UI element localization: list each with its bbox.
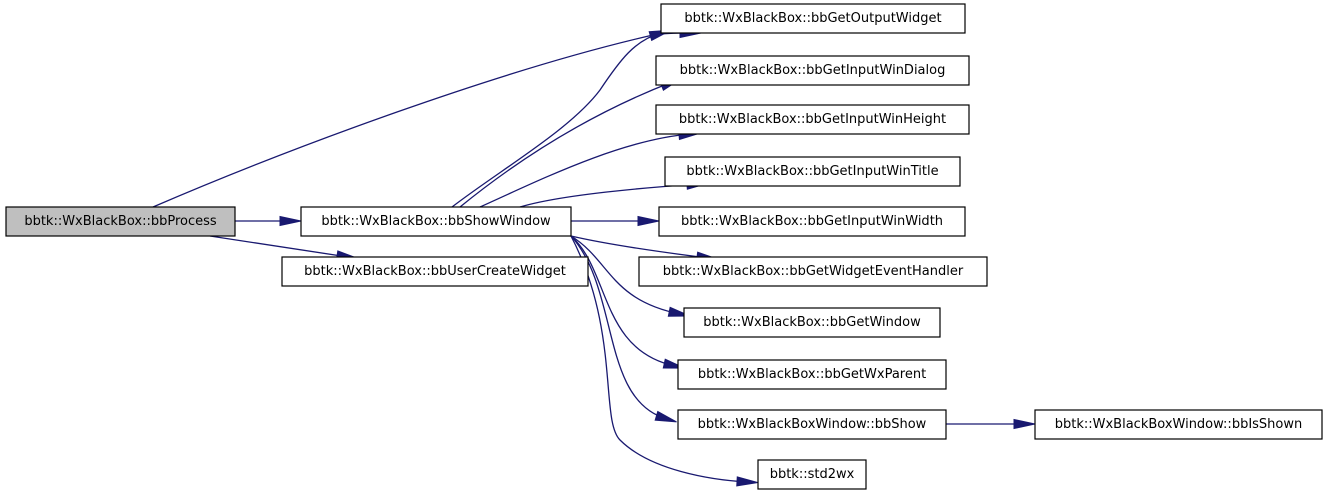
node-bbUserCreateWidget[interactable]: bbtk::WxBlackBox::bbUserCreateWidget bbox=[281, 256, 589, 287]
node-bbGetWindow[interactable]: bbtk::WxBlackBox::bbGetWindow bbox=[683, 307, 941, 338]
node-box-bbIsShown[interactable] bbox=[1034, 409, 1323, 440]
edge-bbProcess-to-bbShowWindow bbox=[235, 215, 302, 227]
node-box-bbGetInputWinTitle[interactable] bbox=[664, 156, 961, 187]
node-box-bbShow[interactable] bbox=[677, 409, 947, 440]
edge-line-bbShowWindow-to-bbGetInputWinDialog bbox=[459, 81, 673, 208]
node-box-bbGetInputWinHeight[interactable] bbox=[655, 104, 970, 135]
edge-bbProcess-to-bbUserCreateWidget bbox=[209, 235, 359, 261]
node-std2wx[interactable]: bbtk::std2wx bbox=[757, 459, 867, 490]
node-label-bbGetOutputWidget: bbtk::WxBlackBox::bbGetOutputWidget bbox=[684, 11, 941, 26]
node-bbGetInputWinHeight[interactable]: bbtk::WxBlackBox::bbGetInputWinHeight bbox=[655, 104, 970, 135]
edge-line-bbShowWindow-to-bbGetInputWinHeight bbox=[479, 133, 691, 208]
node-box-bbGetWxParent[interactable] bbox=[677, 359, 947, 390]
node-label-bbIsShown: bbtk::WxBlackBoxWindow::bbIsShown bbox=[1055, 417, 1303, 432]
edge-line-bbShowWindow-to-bbGetWidgetEventHandler bbox=[570, 235, 709, 259]
node-bbProcess[interactable]: bbtk::WxBlackBox::bbProcess bbox=[5, 206, 236, 237]
node-bbGetInputWinWidth[interactable]: bbtk::WxBlackBox::bbGetInputWinWidth bbox=[658, 206, 966, 237]
node-box-bbShowWindow[interactable] bbox=[300, 206, 572, 237]
node-bbShow[interactable]: bbtk::WxBlackBoxWindow::bbShow bbox=[677, 409, 947, 440]
node-bbGetWxParent[interactable]: bbtk::WxBlackBox::bbGetWxParent bbox=[677, 359, 947, 390]
node-label-bbProcess: bbtk::WxBlackBox::bbProcess bbox=[24, 214, 217, 229]
edge-bbProcess-to-bbGetOutputWidget bbox=[152, 27, 702, 208]
edge-arrowhead-bbShowWindow-to-std2wx bbox=[736, 476, 759, 487]
node-box-bbUserCreateWidget[interactable] bbox=[281, 256, 589, 287]
node-bbGetInputWinTitle[interactable]: bbtk::WxBlackBox::bbGetInputWinTitle bbox=[664, 156, 961, 187]
node-box-std2wx[interactable] bbox=[757, 459, 867, 490]
edge-bbShowWindow-to-std2wx bbox=[570, 235, 759, 487]
node-label-bbShowWindow: bbtk::WxBlackBox::bbShowWindow bbox=[321, 214, 551, 229]
node-label-bbUserCreateWidget: bbtk::WxBlackBox::bbUserCreateWidget bbox=[304, 264, 566, 279]
edge-bbShow-to-bbIsShown bbox=[946, 418, 1036, 430]
node-box-bbGetWidgetEventHandler[interactable] bbox=[638, 256, 988, 287]
node-label-bbGetInputWinWidth: bbtk::WxBlackBox::bbGetInputWinWidth bbox=[681, 214, 943, 229]
edge-line-bbShowWindow-to-bbGetOutputWidget bbox=[451, 32, 662, 208]
edge-arrowhead-bbProcess-to-bbShowWindow bbox=[279, 215, 302, 227]
node-box-bbProcess[interactable] bbox=[5, 206, 236, 237]
node-bbGetWidgetEventHandler[interactable]: bbtk::WxBlackBox::bbGetWidgetEventHandle… bbox=[638, 256, 988, 287]
edge-line-bbShowWindow-to-bbGetWxParent bbox=[570, 235, 676, 367]
node-box-bbGetInputWinDialog[interactable] bbox=[655, 55, 970, 86]
node-label-bbGetInputWinDialog: bbtk::WxBlackBox::bbGetInputWinDialog bbox=[680, 63, 946, 78]
node-box-bbGetInputWinWidth[interactable] bbox=[658, 206, 966, 237]
edge-line-bbProcess-to-bbUserCreateWidget bbox=[209, 235, 349, 258]
edge-arrowhead-bbShowWindow-to-bbGetInputWinWidth bbox=[637, 215, 660, 227]
node-bbGetOutputWidget[interactable]: bbtk::WxBlackBox::bbGetOutputWidget bbox=[660, 3, 966, 34]
node-label-bbGetInputWinTitle: bbtk::WxBlackBox::bbGetInputWinTitle bbox=[686, 164, 938, 179]
edge-arrowhead-bbShow-to-bbIsShown bbox=[1013, 418, 1036, 430]
node-bbGetInputWinDialog[interactable]: bbtk::WxBlackBox::bbGetInputWinDialog bbox=[655, 55, 970, 86]
node-bbShowWindow[interactable]: bbtk::WxBlackBox::bbShowWindow bbox=[300, 206, 572, 237]
node-box-bbGetWindow[interactable] bbox=[683, 307, 941, 338]
edge-bbShowWindow-to-bbGetInputWinWidth bbox=[571, 215, 660, 227]
edge-arrowhead-bbShowWindow-to-bbShow bbox=[654, 410, 677, 423]
node-label-bbGetWindow: bbtk::WxBlackBox::bbGetWindow bbox=[703, 315, 921, 330]
node-label-bbShow: bbtk::WxBlackBoxWindow::bbShow bbox=[698, 417, 927, 432]
edge-line-bbShowWindow-to-std2wx bbox=[570, 235, 749, 483]
node-label-bbGetInputWinHeight: bbtk::WxBlackBox::bbGetInputWinHeight bbox=[679, 112, 946, 127]
edge-line-bbProcess-to-bbGetOutputWidget bbox=[152, 32, 692, 208]
node-label-bbGetWidgetEventHandler: bbtk::WxBlackBox::bbGetWidgetEventHandle… bbox=[663, 264, 964, 279]
node-bbIsShown[interactable]: bbtk::WxBlackBoxWindow::bbIsShown bbox=[1034, 409, 1323, 440]
node-label-std2wx: bbtk::std2wx bbox=[770, 467, 855, 482]
edge-bbShowWindow-to-bbGetWxParent bbox=[570, 235, 685, 369]
edge-line-bbShowWindow-to-bbGetInputWinTitle bbox=[519, 183, 699, 208]
edge-line-bbShowWindow-to-bbGetWindow bbox=[570, 235, 681, 315]
node-label-bbGetWxParent: bbtk::WxBlackBox::bbGetWxParent bbox=[698, 367, 926, 382]
node-box-bbGetOutputWidget[interactable] bbox=[660, 3, 966, 34]
edge-bbShowWindow-to-bbGetOutputWidget bbox=[451, 29, 671, 208]
